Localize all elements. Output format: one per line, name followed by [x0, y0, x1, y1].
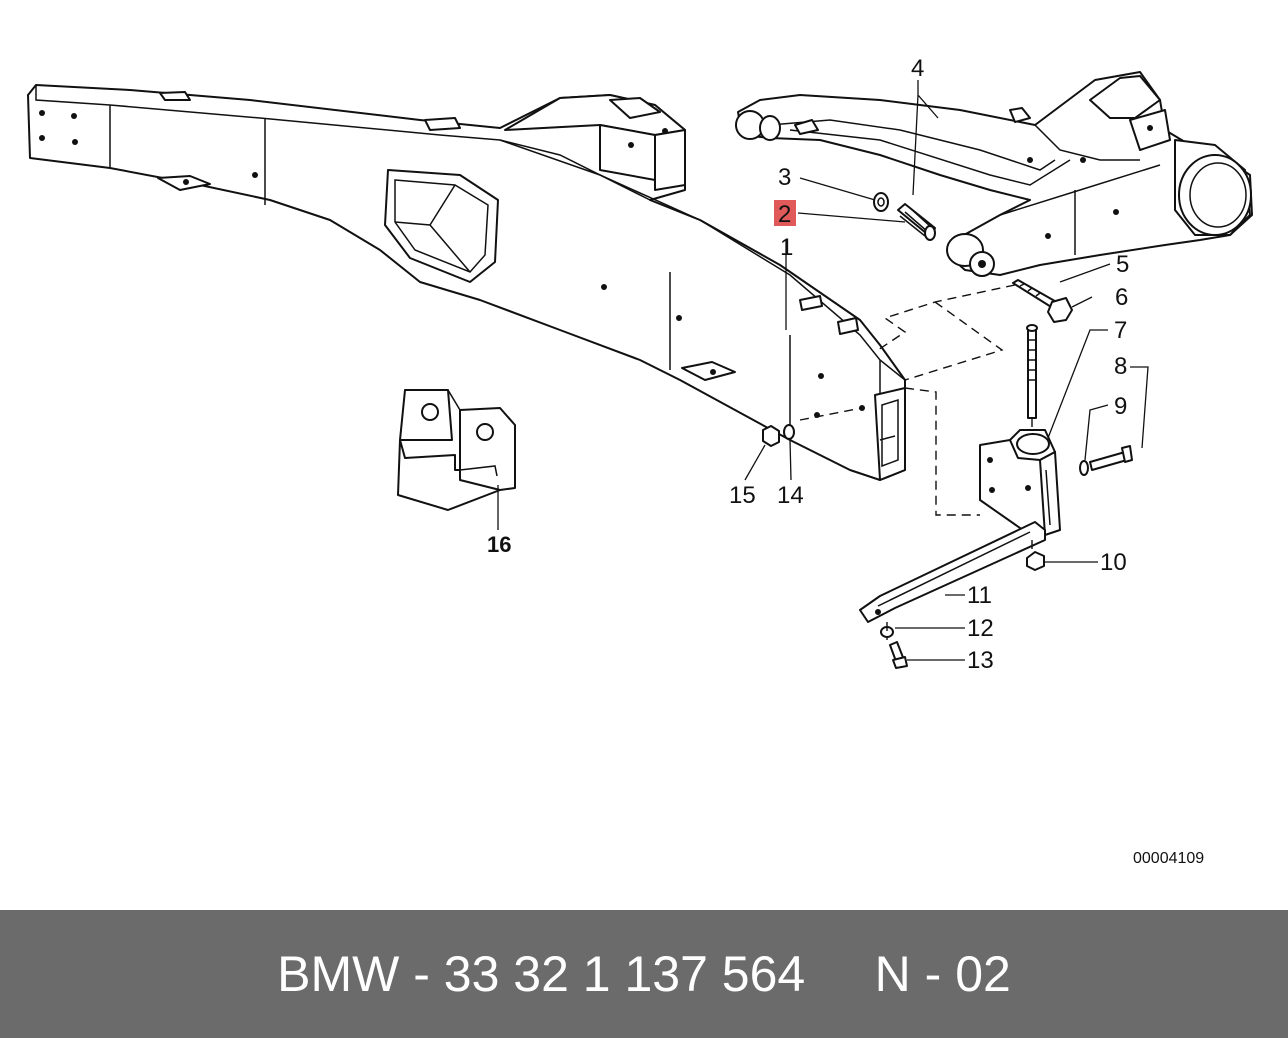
callout-4: 4	[911, 55, 924, 82]
rubber-mount-part-7	[979, 324, 1061, 536]
trailing-arm-part-4	[735, 71, 1253, 277]
washer-part-9	[1079, 460, 1089, 476]
callout-3: 3	[778, 164, 791, 191]
callout-12: 12	[967, 615, 994, 642]
bushing-part-2	[897, 203, 936, 241]
callout-5: 5	[1116, 251, 1129, 278]
callout-16: 16	[487, 532, 511, 557]
bolt-part-8	[1089, 445, 1133, 471]
nut-part-10	[1026, 551, 1045, 571]
nut-part-3	[873, 192, 889, 212]
callout-15: 15	[729, 482, 756, 509]
diagram-reference-number: 00004109	[1133, 850, 1204, 867]
parts-diagram: 1 2 3 4 5 6 7 8 9 10 11 12 13 14 15 16 0…	[27, 55, 1253, 867]
callout-11: 11	[967, 582, 992, 609]
parts-diagram-svg: 1 2 3 4 5 6 7 8 9 10 11 12 13 14 15 16 0…	[27, 55, 1253, 867]
callout-1: 1	[780, 234, 793, 261]
callout-2-highlight	[774, 200, 796, 226]
bolt-part-5	[1012, 279, 1061, 311]
callout-7: 7	[1114, 317, 1127, 344]
axle-carrier-part-1	[27, 84, 906, 481]
callout-9: 9	[1114, 393, 1127, 420]
nut-part-15	[762, 425, 780, 447]
washer-part-6	[1047, 297, 1073, 323]
part-number-text: BMW - 33 32 1 137 564 N - 02	[277, 946, 1011, 1002]
leader-lines	[497, 80, 1149, 661]
callout-8: 8	[1114, 353, 1127, 380]
callout-13: 13	[967, 647, 994, 674]
callout-10: 10	[1100, 549, 1127, 576]
callout-6: 6	[1115, 284, 1128, 311]
callout-labels: 1 2 3 4 5 6 7 8 9 10 11 12 13 14 15 16 0…	[487, 55, 1204, 867]
washer-part-14	[783, 424, 795, 440]
callout-2: 2	[778, 201, 791, 228]
part-number-banner: BMW - 33 32 1 137 564 N - 02	[0, 910, 1288, 1038]
strut-part-11	[859, 521, 1046, 623]
assembly-lines	[799, 284, 1033, 640]
bracket-part-16	[397, 389, 516, 511]
callout-14: 14	[777, 482, 804, 509]
bolt-part-13	[889, 641, 908, 669]
